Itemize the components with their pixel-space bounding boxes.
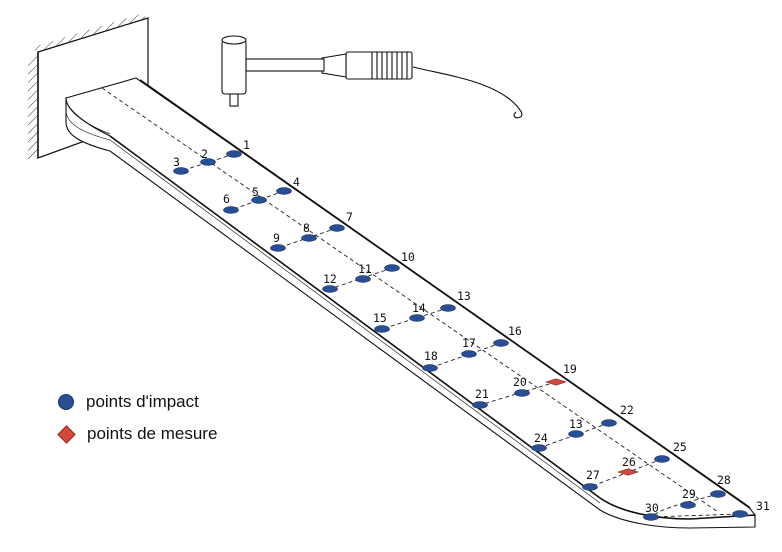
point-label: 3 — [173, 155, 180, 169]
legend-impact-label: points d'impact — [86, 392, 199, 411]
point-label: 12 — [323, 272, 337, 286]
impact-point-marker — [301, 234, 317, 242]
impact-point-marker — [514, 389, 530, 397]
impact-point-marker — [601, 419, 617, 427]
point-label: 26 — [622, 455, 636, 469]
point-label: 11 — [358, 262, 372, 276]
point-label: 29 — [682, 487, 696, 501]
point-label: 10 — [401, 250, 415, 264]
point-label: 16 — [508, 324, 522, 338]
point-label: 24 — [534, 431, 548, 445]
legend-measure-label: points de mesure — [87, 424, 218, 443]
impact-point-marker — [173, 167, 189, 175]
point-label: 7 — [346, 210, 353, 224]
impact-point-marker — [472, 401, 488, 409]
impact-point-marker — [422, 364, 438, 372]
impact-point-marker — [568, 430, 584, 438]
point-label: 2 — [201, 147, 208, 161]
impact-point-marker — [200, 158, 216, 166]
measure-point-icon — [57, 424, 76, 444]
impact-hammer-icon — [221, 35, 523, 119]
legend-row-impact: points d'impact — [58, 386, 217, 418]
point-label: 19 — [563, 362, 577, 376]
point-label: 15 — [373, 311, 387, 325]
point-label: 13 — [569, 417, 583, 431]
point-label: 27 — [586, 468, 600, 482]
impact-point-marker — [276, 187, 292, 195]
impact-point-marker — [322, 285, 338, 293]
point-label: 25 — [673, 440, 687, 454]
impact-point-icon — [58, 394, 74, 410]
point-label: 6 — [223, 192, 230, 206]
point-label: 21 — [475, 387, 489, 401]
impact-point-marker — [680, 501, 696, 509]
measure-point-marker — [617, 468, 639, 476]
impact-point-marker — [461, 350, 477, 358]
impact-point-marker — [355, 275, 371, 283]
legend-row-measure: points de mesure — [57, 418, 218, 450]
point-label: 1 — [243, 138, 250, 152]
measure-point-marker — [545, 378, 567, 386]
legend: points d'impact points de mesure — [57, 386, 218, 450]
impact-point-marker — [223, 206, 239, 214]
impact-point-marker — [329, 224, 345, 232]
point-label: 4 — [293, 175, 300, 189]
point-label: 9 — [273, 231, 280, 245]
impact-point-marker — [710, 490, 726, 498]
points-layer — [173, 150, 748, 521]
impact-point-marker — [732, 510, 748, 518]
impact-point-marker — [251, 196, 267, 204]
point-label: 28 — [717, 473, 731, 487]
impact-point-marker — [531, 444, 547, 452]
beam-body — [65, 77, 757, 529]
impact-point-marker — [270, 244, 286, 252]
impact-point-marker — [582, 483, 598, 491]
point-label: 20 — [513, 375, 527, 389]
impact-point-marker — [409, 314, 425, 322]
point-label: 31 — [756, 499, 770, 513]
impact-point-marker — [440, 304, 456, 312]
impact-point-marker — [493, 339, 509, 347]
point-label: 5 — [252, 185, 259, 199]
point-label: 14 — [412, 301, 426, 315]
point-label: 18 — [424, 349, 438, 363]
point-label: 13 — [457, 289, 471, 303]
impact-point-marker — [374, 325, 390, 333]
point-label: 22 — [620, 403, 634, 417]
point-label: 30 — [645, 501, 659, 515]
point-label: 8 — [303, 221, 310, 235]
point-label: 17 — [462, 336, 476, 350]
impact-point-marker — [226, 150, 242, 158]
labels-layer: 1234567891011121314151617181920212213242… — [173, 138, 770, 515]
impact-point-marker — [643, 513, 659, 521]
impact-point-marker — [654, 455, 670, 463]
impact-point-marker — [384, 264, 400, 272]
